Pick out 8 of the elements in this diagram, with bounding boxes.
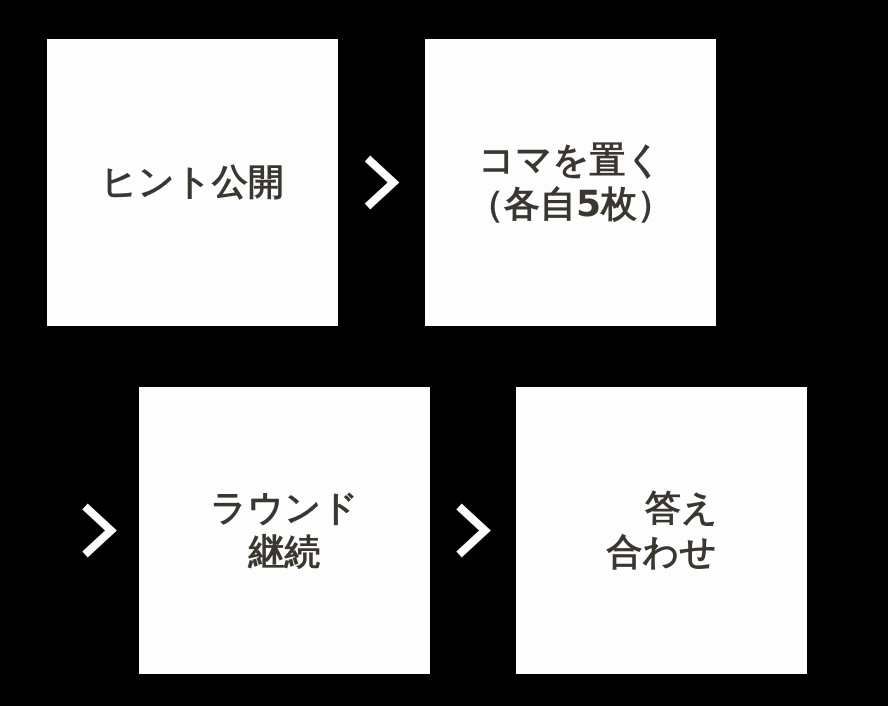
step-box — [139, 387, 430, 674]
step-label: コマを置く（各自5枚） — [466, 139, 674, 226]
step-box — [425, 39, 716, 326]
step-label: ラウンド継続 — [209, 487, 360, 574]
step-label: ヒント公開 — [100, 160, 285, 204]
step-box — [47, 39, 338, 326]
step-box — [516, 387, 807, 674]
step-label: 答え合わせ — [605, 487, 719, 574]
